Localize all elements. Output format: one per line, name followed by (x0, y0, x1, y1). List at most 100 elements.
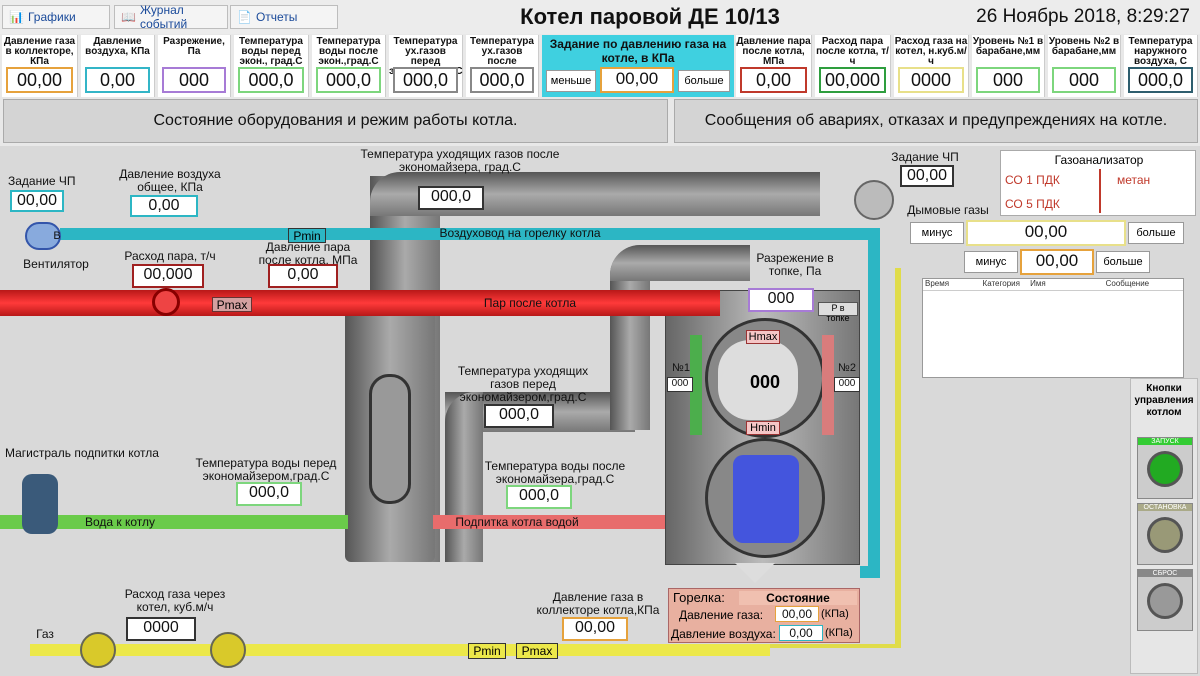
task-chp-left-value[interactable]: 00,00 (10, 190, 64, 212)
gas-pipe-vertical (895, 268, 901, 648)
steam-valve[interactable] (152, 288, 180, 316)
setpoint-more-button[interactable]: больше (678, 70, 730, 92)
fan-label: Вентилятор (23, 257, 89, 271)
minus-button-1[interactable]: минус (910, 222, 964, 244)
smoke-exhauster-icon[interactable] (854, 180, 894, 220)
book-icon: 📖 (121, 10, 136, 24)
water-before-label: Температура воды перед экономайзером,гра… (195, 456, 337, 483)
level1-label: №1 (672, 362, 690, 374)
makeup-pump[interactable] (22, 474, 58, 534)
setpoint-value[interactable]: 00,00 (600, 67, 674, 93)
drum-value: 000 (749, 372, 781, 392)
header-metric-label: Температура ух.газов после эконом.,гр.С (470, 36, 534, 77)
flue-duct-down (445, 392, 483, 562)
economizer-coil (369, 374, 411, 504)
setpoint-label: Задание по давлению газа на котле, в КПа (549, 37, 727, 65)
more-button-1[interactable]: больше (1128, 222, 1184, 244)
level2-label: №2 (838, 362, 856, 374)
steam-flow-label: Расход пара, т/ч (124, 249, 216, 263)
start-button[interactable]: ЗАПУСК (1137, 437, 1193, 499)
gas-pressure-label: Давление газа в коллекторе котла,КПа (536, 590, 660, 617)
level1-value: 000 (667, 377, 693, 392)
header-metric-label: Давление воздуха, КПа (85, 36, 150, 57)
analyzer-divider (1099, 169, 1101, 213)
page-title: Котел паровой ДЕ 10/13 (520, 4, 780, 29)
journal-button[interactable]: 📖Журнал событий (114, 3, 228, 31)
header-metric-label: Разрежение, Па (163, 36, 225, 57)
vacuum-label: Разрежение в топке, Па (756, 251, 834, 278)
header-metric-label: Уровень №2 в барабане,мм (1048, 36, 1120, 57)
air-pmin-label: Pmin (288, 228, 326, 243)
flue-before-value: 000,0 (484, 404, 554, 428)
makeup-line-label: Магистраль подпитки котла (5, 446, 159, 460)
co1-label: СО 1 ПДК (1005, 173, 1060, 187)
setpoint-panel: Задание по давлению газа на котле, в КПа… (542, 35, 734, 97)
reset-lamp-icon (1147, 583, 1183, 619)
stop-button[interactable]: ОСТАНОВКА (1137, 503, 1193, 565)
header-metric-value: 00,000 (819, 67, 886, 93)
header-metric-label: Расход пара после котла, т/ч (816, 36, 889, 67)
header-metric-value: 000,0 (316, 67, 381, 93)
level-gauge-1 (690, 335, 702, 435)
minus-button-2[interactable]: минус (964, 251, 1018, 273)
gas-valve-2[interactable] (210, 632, 246, 668)
smoke-label: Дымовые газы (907, 203, 989, 217)
task-chp-right-label: Задание ЧП (891, 150, 959, 164)
fan-icon[interactable] (25, 222, 61, 250)
right-value-2[interactable]: 00,00 (1020, 249, 1094, 275)
more-button-2[interactable]: больше (1096, 251, 1150, 273)
control-title: Кнопки управления котлом (1134, 383, 1194, 418)
burner-air-value: 0,00 (779, 625, 823, 641)
header-metric-value: 000,0 (1128, 67, 1193, 93)
stop-lamp-icon (1147, 517, 1183, 553)
burner-title: Горелка: (673, 590, 725, 605)
air-pressure-label: Давление воздуха общее, КПа (119, 167, 221, 194)
control-panel: Кнопки управления котлом ЗАПУСК ОСТАНОВК… (1130, 378, 1198, 674)
burner-gas-value: 00,00 (775, 606, 819, 622)
gas-pmin-label: Pmin (468, 643, 506, 659)
hmax-label: Hmax (746, 330, 780, 344)
col-name: Имя (1030, 279, 1046, 288)
drum-steam-cloud (718, 340, 798, 420)
tab-alarm-messages[interactable]: Сообщения об авариях, отказах и предупре… (674, 99, 1198, 143)
burner-air-unit: (КПа) (825, 627, 853, 639)
water-pipe (0, 515, 348, 529)
tab-equipment-state[interactable]: Состояние оборудования и режим работы ко… (3, 99, 668, 143)
charts-button[interactable]: 📊Графики (2, 5, 110, 29)
gas-pipe-connect (770, 644, 900, 648)
chart-icon: 📊 (9, 10, 24, 24)
header-metric-value: 000 (162, 67, 226, 93)
gas-valve-1[interactable] (80, 632, 116, 668)
setpoint-less-button[interactable]: меньше (546, 70, 596, 92)
reset-button[interactable]: СБРОС (1137, 569, 1193, 631)
burner-air-label: Давление воздуха: (671, 627, 776, 641)
datetime: 26 Ноябрь 2018, 8:29:27 (976, 6, 1190, 27)
header-metric: Температура ух.газов после эконом.,гр.С0… (466, 35, 539, 97)
flue-after-value: 000,0 (418, 186, 484, 210)
header-metric-label: Расход газа на котел, н.куб.м/ч (894, 36, 968, 67)
water-before-value: 000,0 (236, 482, 302, 506)
burner-state: Состояние (739, 591, 857, 605)
gas-pressure-value: 00,00 (562, 617, 628, 641)
event-log-header: Время Категория Имя Сообщение (923, 279, 1183, 291)
reports-button[interactable]: 📄Отчеты (230, 5, 338, 29)
task-chp-right-value[interactable]: 00,00 (900, 165, 954, 187)
event-log-table[interactable]: Время Категория Имя Сообщение (922, 278, 1184, 378)
right-value-1[interactable]: 00,00 (966, 220, 1126, 246)
air-pressure-value: 0,00 (130, 195, 198, 217)
reset-label: СБРОС (1138, 570, 1192, 577)
header-metric: Разрежение, Па 000 (158, 35, 231, 97)
steam-pmax-label: Pmax (212, 297, 252, 312)
gas-pmax-label: Pmax (516, 643, 558, 659)
air-duct-bottom (860, 566, 880, 578)
start-lamp-icon (1147, 451, 1183, 487)
header-metric-label: Температура воды после экон.,град.С (316, 36, 381, 67)
flue-duct-top2 (610, 245, 750, 281)
header-metric-value: 000,0 (470, 67, 534, 93)
water-to-boiler-label: Вода к котлу (84, 515, 156, 529)
